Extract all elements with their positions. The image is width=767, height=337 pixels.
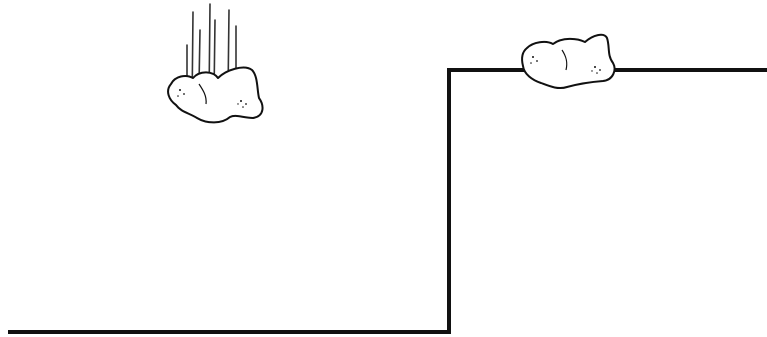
resting-rock <box>522 35 614 88</box>
falling-rock <box>168 68 262 123</box>
ground-step-line <box>8 70 767 332</box>
